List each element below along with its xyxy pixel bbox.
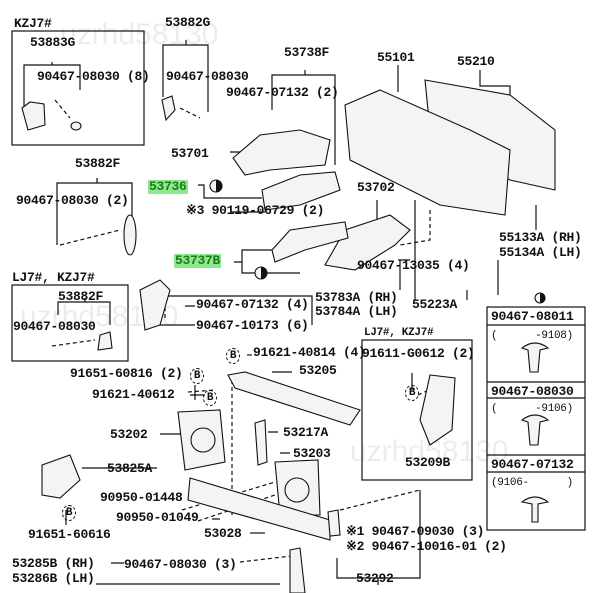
part-bracket-illustration: [139, 279, 171, 331]
part-label[interactable]: 55134A (LH): [499, 245, 582, 260]
part-label[interactable]: 53203: [293, 446, 331, 461]
part-label[interactable]: 53702: [357, 180, 395, 195]
part-53737B-illustration: [271, 221, 349, 263]
part-label[interactable]: 91651-60616: [28, 527, 111, 542]
part-label[interactable]: 90467-07132 (4): [196, 297, 309, 312]
part-label[interactable]: 53286B (LH): [12, 571, 95, 586]
part-label[interactable]: 55133A (RH): [499, 230, 582, 245]
part-label[interactable]: 53784A (LH): [315, 304, 398, 319]
clip-date-range: (9106- ): [491, 477, 573, 489]
part-label[interactable]: 53701: [171, 146, 209, 161]
part-label[interactable]: 90467-08030 (2): [16, 193, 129, 208]
clip-table-box: [486, 306, 586, 531]
part-label[interactable]: 91621-40612: [92, 387, 175, 402]
clip-90467-08030-illustration: [520, 414, 550, 446]
part-55101-illustration: [344, 89, 511, 216]
part-53028-illustration: [187, 477, 331, 541]
part-label-highlighted[interactable]: 53737B: [174, 253, 222, 268]
part-label[interactable]: 90467-08030: [13, 319, 96, 334]
part-label[interactable]: 53783A (RH): [315, 290, 398, 305]
variant-label: KZJ7#: [14, 16, 52, 31]
part-label[interactable]: 55210: [457, 54, 495, 69]
variant-label: LJ7#, KZJ7#: [364, 327, 434, 339]
fan-opening: [284, 477, 310, 503]
clip-date-range: ( -9108): [491, 330, 573, 342]
part-label[interactable]: 55101: [377, 50, 415, 65]
part-53882F-illustration: [123, 214, 137, 256]
bolt-marker-icon: B: [62, 505, 76, 521]
part-label[interactable]: 90467-08030: [166, 69, 249, 84]
part-label[interactable]: 90467-13035 (4): [357, 258, 470, 273]
part-label[interactable]: 53882F: [58, 289, 104, 304]
clip-part-number[interactable]: 90467-07132: [491, 457, 574, 472]
part-label[interactable]: 53028: [204, 526, 242, 541]
variant-label: LJ7#, KZJ7#: [12, 270, 95, 285]
part-label[interactable]: 91651-60816 (2): [70, 366, 183, 381]
part-label[interactable]: 53882F: [75, 156, 121, 171]
part-53205-illustration: [227, 371, 361, 426]
part-label[interactable]: 90467-08030 (3): [124, 557, 237, 572]
part-label[interactable]: 90950-01448: [100, 490, 183, 505]
bolt-marker-icon: B: [226, 348, 240, 364]
bolt-marker-icon: B: [203, 390, 217, 406]
part-53736-illustration: [261, 171, 341, 211]
part-53825A-illustration: [41, 454, 81, 499]
part-label[interactable]: ※3 90119-06729 (2): [186, 203, 325, 218]
part-label[interactable]: 53883G: [30, 35, 76, 50]
part-53883G-illustration: [21, 101, 46, 131]
lj7-kzj7-box-left: [11, 284, 129, 362]
part-label[interactable]: 53285B (RH): [12, 556, 95, 571]
part-label[interactable]: 53202: [110, 427, 148, 442]
part-label[interactable]: ※2 90467-10016-01 (2): [346, 539, 507, 554]
clip-90467-07132-illustration: [520, 496, 550, 523]
part-label[interactable]: 90950-01049: [116, 510, 199, 525]
part-label[interactable]: 53217A: [283, 425, 329, 440]
clip-date-range: ( -9106): [491, 403, 573, 415]
part-label[interactable]: 90467-08030 (8): [37, 69, 150, 84]
part-53701-illustration: [232, 129, 331, 176]
part-label[interactable]: 53825A: [107, 461, 153, 476]
part-53882F-clip-illustration: [97, 331, 113, 351]
part-label[interactable]: 91611-G0612 (2): [362, 346, 475, 361]
bolt-marker-icon: B: [190, 368, 204, 384]
bolt-marker-icon: B: [405, 385, 419, 401]
clip-part-number[interactable]: 90467-08011: [491, 309, 574, 324]
part-label[interactable]: ※1 90467-09030 (3): [346, 524, 485, 539]
clip-90467-08011-illustration: [520, 342, 550, 373]
clip-part-number[interactable]: 90467-08030: [491, 384, 574, 399]
part-label[interactable]: 53292: [356, 571, 394, 586]
clip-icon: [70, 121, 82, 131]
part-53292-illustration: [327, 509, 341, 537]
part-53217A-illustration: [254, 419, 268, 466]
part-label[interactable]: 53209B: [405, 455, 451, 470]
part-label-highlighted[interactable]: 53736: [148, 179, 188, 194]
part-label[interactable]: 91621-40814 (4): [253, 345, 366, 360]
part-53209B-illustration: [419, 374, 456, 446]
part-label[interactable]: 90467-07132 (2): [226, 85, 339, 100]
fan-opening: [190, 427, 216, 453]
part-53882G-illustration: [161, 95, 176, 122]
part-label[interactable]: 90467-10173 (6): [196, 318, 309, 333]
lj7-kzj7-box-mid: [361, 339, 473, 481]
part-label[interactable]: 53205: [299, 363, 337, 378]
part-53285B-illustration: [289, 547, 306, 593]
part-label[interactable]: 53738F: [284, 45, 330, 60]
kzj7-box: [11, 30, 145, 146]
part-label[interactable]: 53882G: [165, 15, 211, 30]
part-label[interactable]: 55223A: [412, 297, 458, 312]
